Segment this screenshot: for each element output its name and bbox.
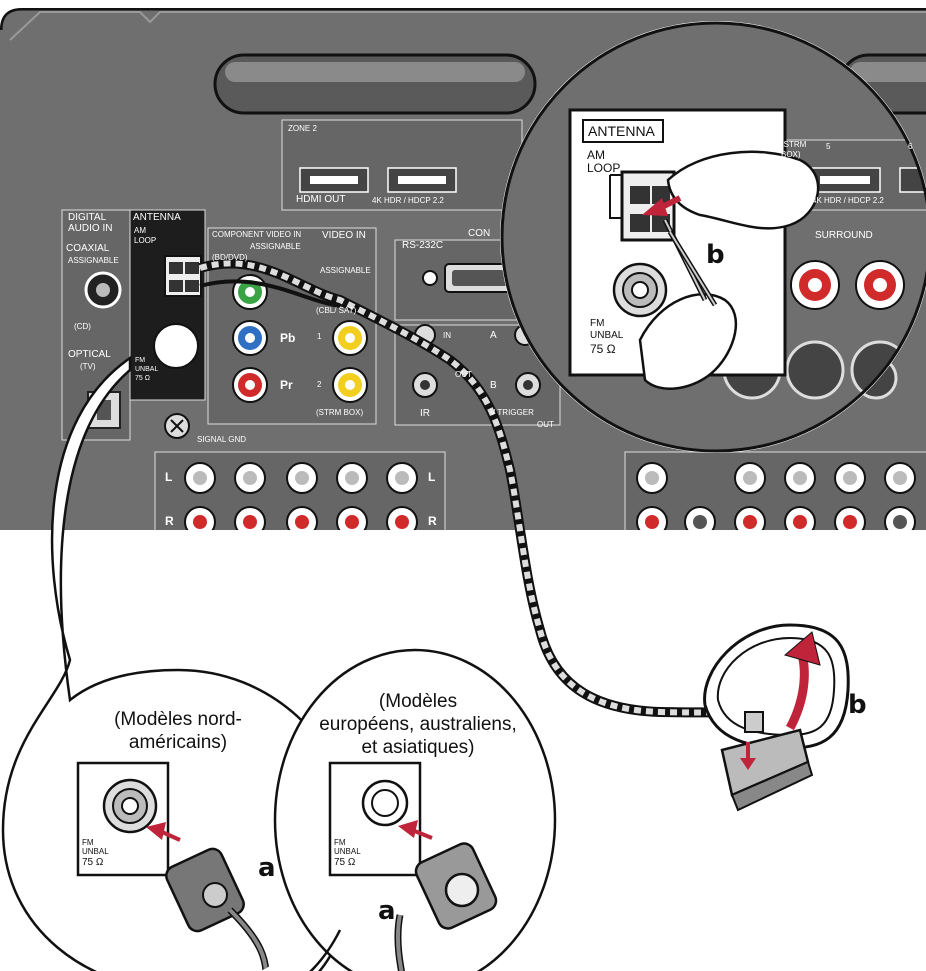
fm-antenna-jack (153, 323, 199, 369)
na-f-connector (165, 847, 270, 971)
video-in-2-jack (332, 367, 368, 403)
zoom-hdmi-port-5 (809, 167, 881, 193)
label-l-left: L (165, 470, 173, 484)
am-loop-cable (198, 258, 746, 718)
label-signal-gnd: SIGNAL GND (197, 435, 247, 444)
label-audio-in: AUDIO IN (68, 223, 113, 234)
caption-north-america: (Modèles nord- américains) (68, 708, 288, 754)
am-loop-terminal (164, 255, 202, 297)
caption-eu-line-3: et asiatiques) (361, 737, 475, 758)
label-hdmi-6: 6 (908, 142, 913, 151)
ir-out-jack (412, 372, 438, 398)
hdmi-out-port-2 (387, 167, 457, 193)
rs232c-port (394, 239, 521, 321)
label-assignable-comp: ASSIGNABLE (250, 242, 301, 251)
wireless-antenna-left (213, 53, 537, 115)
eu-label-75ohm: 75 Ω (334, 857, 356, 868)
zoom-label-antenna: ANTENNA (588, 123, 655, 139)
label-ir-in: IN (443, 331, 451, 340)
label-trigger: V TRIGGER (490, 408, 534, 417)
label-pb: Pb (280, 331, 296, 345)
caption-eu-line-1: (Modèles (378, 691, 458, 712)
label-ir-out: OUT (455, 370, 472, 379)
step-b-loop: b (848, 690, 867, 720)
na-label-75ohm: 75 Ω (82, 857, 104, 868)
label-assignable-coax: ASSIGNABLE (68, 256, 119, 265)
zoom-hand-upper (666, 150, 820, 230)
label-video-1: 1 (317, 332, 322, 341)
audio-in-jacks (184, 462, 418, 530)
step-b-zoom: b (706, 240, 725, 270)
label-coaxial: COAXIAL (66, 243, 110, 254)
label-digital: DIGITAL (68, 212, 107, 223)
label-zone2: ZONE 2 (288, 124, 317, 133)
caption-eu-line-2: européens, australiens, (319, 714, 517, 735)
label-rs232c: RS-232C (402, 240, 444, 251)
label-cd: (CD) (74, 322, 91, 331)
signal-gnd-screw (164, 413, 190, 439)
label-tv: (TV) (80, 362, 96, 371)
label-con: CON (468, 228, 491, 239)
label-strm-box: (STRM BOX) (316, 408, 364, 417)
label-r-left: R (165, 514, 174, 528)
zoom-label-75ohm: 75 Ω (590, 342, 616, 356)
label-fm: FM (135, 357, 146, 364)
label-video-in: VIDEO IN (322, 230, 366, 241)
coaxial-jack (84, 271, 122, 309)
label-ir: IR (420, 408, 430, 419)
caption-na-line-1: (Modèles nord- (114, 709, 242, 730)
eu-label-unbal: UNBAL (334, 847, 361, 856)
trigger-b-jack (515, 372, 541, 398)
caption-europe-asia: (Modèles européens, australiens, et asia… (298, 690, 538, 759)
zoom-hand-lower (638, 293, 738, 390)
am-loop-stand (720, 711, 814, 812)
label-cbl-sat: (CBL/ SAT) (316, 306, 357, 315)
label-surround: SURROUND (815, 230, 873, 241)
step-a-north-america: a (258, 853, 276, 883)
zoom-label-am: AM (587, 148, 605, 162)
am-loop-antenna (703, 623, 850, 812)
label-assignable-video: ASSIGNABLE (320, 266, 371, 275)
label-antenna: ANTENNA (133, 212, 181, 223)
label-video-2: 2 (317, 380, 322, 389)
caption-na-line-2: américains) (128, 732, 228, 753)
label-bd-dvd: (BD/DVD) (212, 253, 248, 262)
label-hdcp: 4K HDR / HDCP 2.2 (372, 196, 444, 205)
component-pb-jack (232, 320, 268, 356)
label-75ohm: 75 Ω (135, 375, 150, 382)
eu-iec-connector (394, 842, 498, 971)
label-strm-top: (STRM (781, 140, 807, 149)
label-component-video-in: COMPONENT VIDEO IN (212, 230, 302, 239)
label-am: AM (134, 226, 146, 235)
eu-fm-panel (328, 761, 498, 971)
label-r-right: R (428, 514, 437, 528)
label-loop: LOOP (134, 236, 157, 245)
step-a-europe-asia: a (378, 896, 396, 926)
zoom-circle (500, 21, 926, 453)
zoom-label-loop: LOOP (587, 161, 621, 175)
video-in-1-jack (332, 320, 368, 356)
label-hdmi-out: HDMI OUT (296, 194, 346, 205)
hdmi-out-port-1 (299, 167, 369, 193)
label-trigger-b: B (490, 380, 497, 391)
preout-jacks (636, 462, 916, 530)
zoom-label-unbal: UNBAL (590, 330, 624, 341)
na-fm-panel (76, 761, 270, 971)
label-hdmi-5: 5 (826, 142, 831, 151)
zoom-label-fm: FM (590, 318, 605, 329)
label-trigger-out: OUT (537, 420, 554, 429)
label-unbal: UNBAL (135, 366, 159, 373)
eu-label-fm: FM (334, 838, 346, 847)
label-hdcp-zoom: 4K HDR / HDCP 2.2 (812, 196, 884, 205)
label-optical: OPTICAL (68, 349, 111, 360)
label-trigger-a: A (490, 330, 497, 341)
label-pr: Pr (280, 378, 293, 392)
label-box-top: BOX) (781, 150, 801, 159)
component-pr-jack (232, 367, 268, 403)
na-label-fm: FM (82, 838, 94, 847)
label-l-right: L (428, 470, 436, 484)
zoom-fm-jack (612, 262, 668, 318)
na-label-unbal: UNBAL (82, 847, 109, 856)
